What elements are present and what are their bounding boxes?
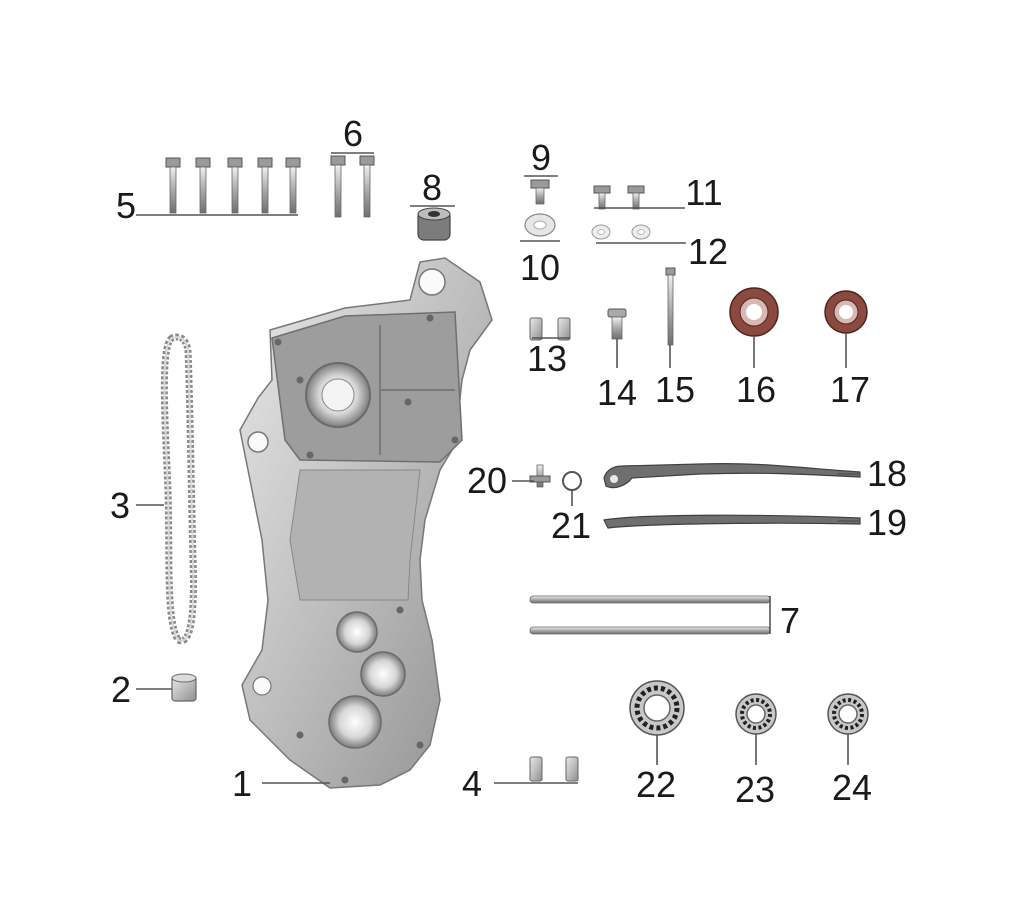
callout-10: 10 xyxy=(520,247,560,288)
chain-tensioner-part xyxy=(603,463,861,489)
o-ring-part xyxy=(562,471,582,491)
callout-21: 21 xyxy=(551,505,591,546)
callout-labels: 1 2 3 4 5 6 7 8 9 10 11 12 13 14 15 16 1… xyxy=(110,113,907,810)
bolt-20-part xyxy=(529,464,551,488)
oil-seal-17-part xyxy=(824,290,868,334)
drain-bolt-part xyxy=(530,179,550,205)
callout-9: 9 xyxy=(531,137,551,178)
rubber-bushing-part xyxy=(417,207,451,241)
crankcase-part xyxy=(239,257,493,789)
callout-8: 8 xyxy=(422,167,442,208)
washer-part xyxy=(524,213,556,237)
callout-18: 18 xyxy=(867,453,907,494)
callout-13: 13 xyxy=(527,338,567,379)
callout-5: 5 xyxy=(116,185,136,226)
callout-4: 4 xyxy=(462,763,482,804)
studs-part xyxy=(529,595,771,635)
bearing-24-part xyxy=(827,693,869,735)
leader-lines xyxy=(136,152,860,784)
bolts-set-5-part xyxy=(165,157,301,214)
bearing-23-part xyxy=(735,693,777,735)
oil-seal-16-part xyxy=(729,287,779,337)
callout-24: 24 xyxy=(832,767,872,808)
pin-bolt-part xyxy=(607,308,627,340)
callout-23: 23 xyxy=(735,769,775,810)
callout-7: 7 xyxy=(780,600,800,641)
callout-20: 20 xyxy=(467,460,507,501)
callout-16: 16 xyxy=(736,369,776,410)
long-pin-part xyxy=(665,267,676,346)
bolts-set-6-part xyxy=(330,155,375,218)
bushing-part xyxy=(171,673,197,702)
callout-2: 2 xyxy=(111,669,131,710)
callout-1: 1 xyxy=(232,763,252,804)
callout-12: 12 xyxy=(688,231,728,272)
callout-22: 22 xyxy=(636,764,676,805)
small-washers-part xyxy=(591,224,651,240)
callout-3: 3 xyxy=(110,485,130,526)
callout-11: 11 xyxy=(685,172,722,213)
dowel-pins-part xyxy=(529,756,579,782)
chain-part xyxy=(160,333,197,645)
small-bolts-part xyxy=(593,185,645,210)
callout-14: 14 xyxy=(597,372,637,413)
dowels-13-part xyxy=(529,317,571,341)
callout-19: 19 xyxy=(867,502,907,543)
callout-6: 6 xyxy=(343,113,363,154)
chain-guide-part xyxy=(603,514,861,529)
callout-15: 15 xyxy=(655,369,695,410)
bearing-22-part xyxy=(629,680,685,736)
callout-17: 17 xyxy=(830,369,870,410)
